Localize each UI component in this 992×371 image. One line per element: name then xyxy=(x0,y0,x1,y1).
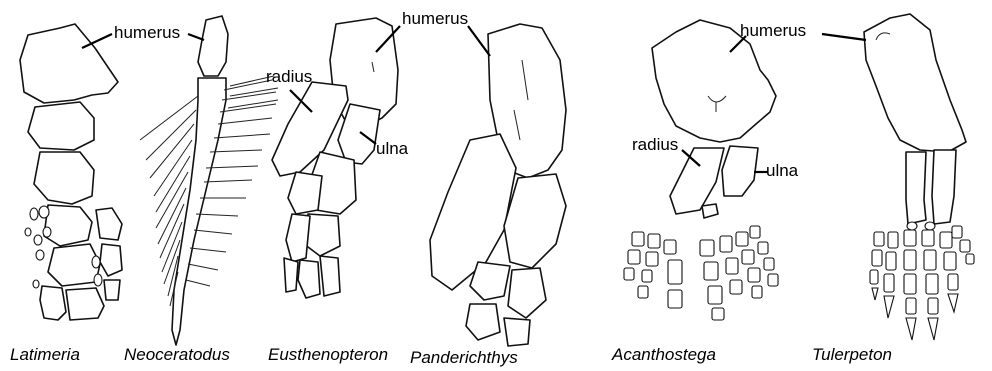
panderichthys-distal-3 xyxy=(466,304,500,340)
latimeria-distal-b xyxy=(66,288,104,320)
tulerpeton-ulna xyxy=(932,150,956,224)
latimeria-fin: humerus Latimeria xyxy=(10,23,180,364)
latimeria-mesomere-4 xyxy=(44,205,92,246)
latimeria-mesomere-2 xyxy=(28,102,94,150)
acanthostega-name: Acanthostega xyxy=(611,345,716,364)
tulerpeton-limb: Tulerpeton xyxy=(812,14,974,364)
panderichthys-distal-1 xyxy=(470,262,510,300)
eusthenopteron-ulna-label: ulna xyxy=(376,139,409,158)
acanthostega-radius-label: radius xyxy=(632,135,678,154)
tulerpeton-digits xyxy=(870,222,974,340)
acanthostega-humerus-label: humerus xyxy=(740,21,806,40)
panderichthys-ulna xyxy=(504,174,566,268)
neoceratodus-axis xyxy=(172,78,226,345)
neoceratodus-humerus xyxy=(198,16,228,76)
eusthenopteron-radius-label: radius xyxy=(266,67,312,86)
eusthenopteron-humerus-label: humerus xyxy=(402,9,468,28)
eusthenopteron-radial-c xyxy=(286,214,310,262)
acanthostega-ulna xyxy=(722,146,758,196)
acanthostega-small-bone xyxy=(702,204,718,218)
eusthenopteron-distal-1 xyxy=(298,260,320,298)
eusthenopteron-radial-a xyxy=(288,172,322,214)
latimeria-humerus xyxy=(20,24,118,103)
panderichthys-distal-4 xyxy=(504,318,530,346)
tulerpeton-name: Tulerpeton xyxy=(812,345,892,364)
latimeria-radial-1 xyxy=(96,208,122,240)
eusthenopteron-distal-3 xyxy=(284,258,298,292)
latimeria-name: Latimeria xyxy=(10,345,80,364)
eusthenopteron-fin: humerus radius ulna Eusthenopteron xyxy=(266,9,468,364)
panderichthys-fin: Panderichthys xyxy=(410,24,566,367)
latimeria-radial-2 xyxy=(100,244,122,276)
latimeria-radial-3 xyxy=(104,280,120,300)
neoceratodus-name: Neoceratodus xyxy=(124,345,230,364)
eusthenopteron-name: Eusthenopteron xyxy=(268,345,388,364)
neoceratodus-fin: humerus Neoceratodus xyxy=(118,16,278,364)
acanthostega-limb: humerus radius ulna Acanthostega xyxy=(611,20,806,364)
panderichthys-name: Panderichthys xyxy=(410,348,518,367)
latimeria-humerus-label: humerus xyxy=(114,23,180,42)
panderichthys-distal-2 xyxy=(508,268,546,318)
acanthostega-digits xyxy=(624,226,778,320)
acanthostega-ulna-label: ulna xyxy=(766,161,799,180)
latimeria-distal-a xyxy=(40,286,66,320)
latimeria-mesomere-3 xyxy=(34,152,94,204)
eusthenopteron-distal-2 xyxy=(320,256,340,296)
tulerpeton-radius xyxy=(906,152,926,224)
